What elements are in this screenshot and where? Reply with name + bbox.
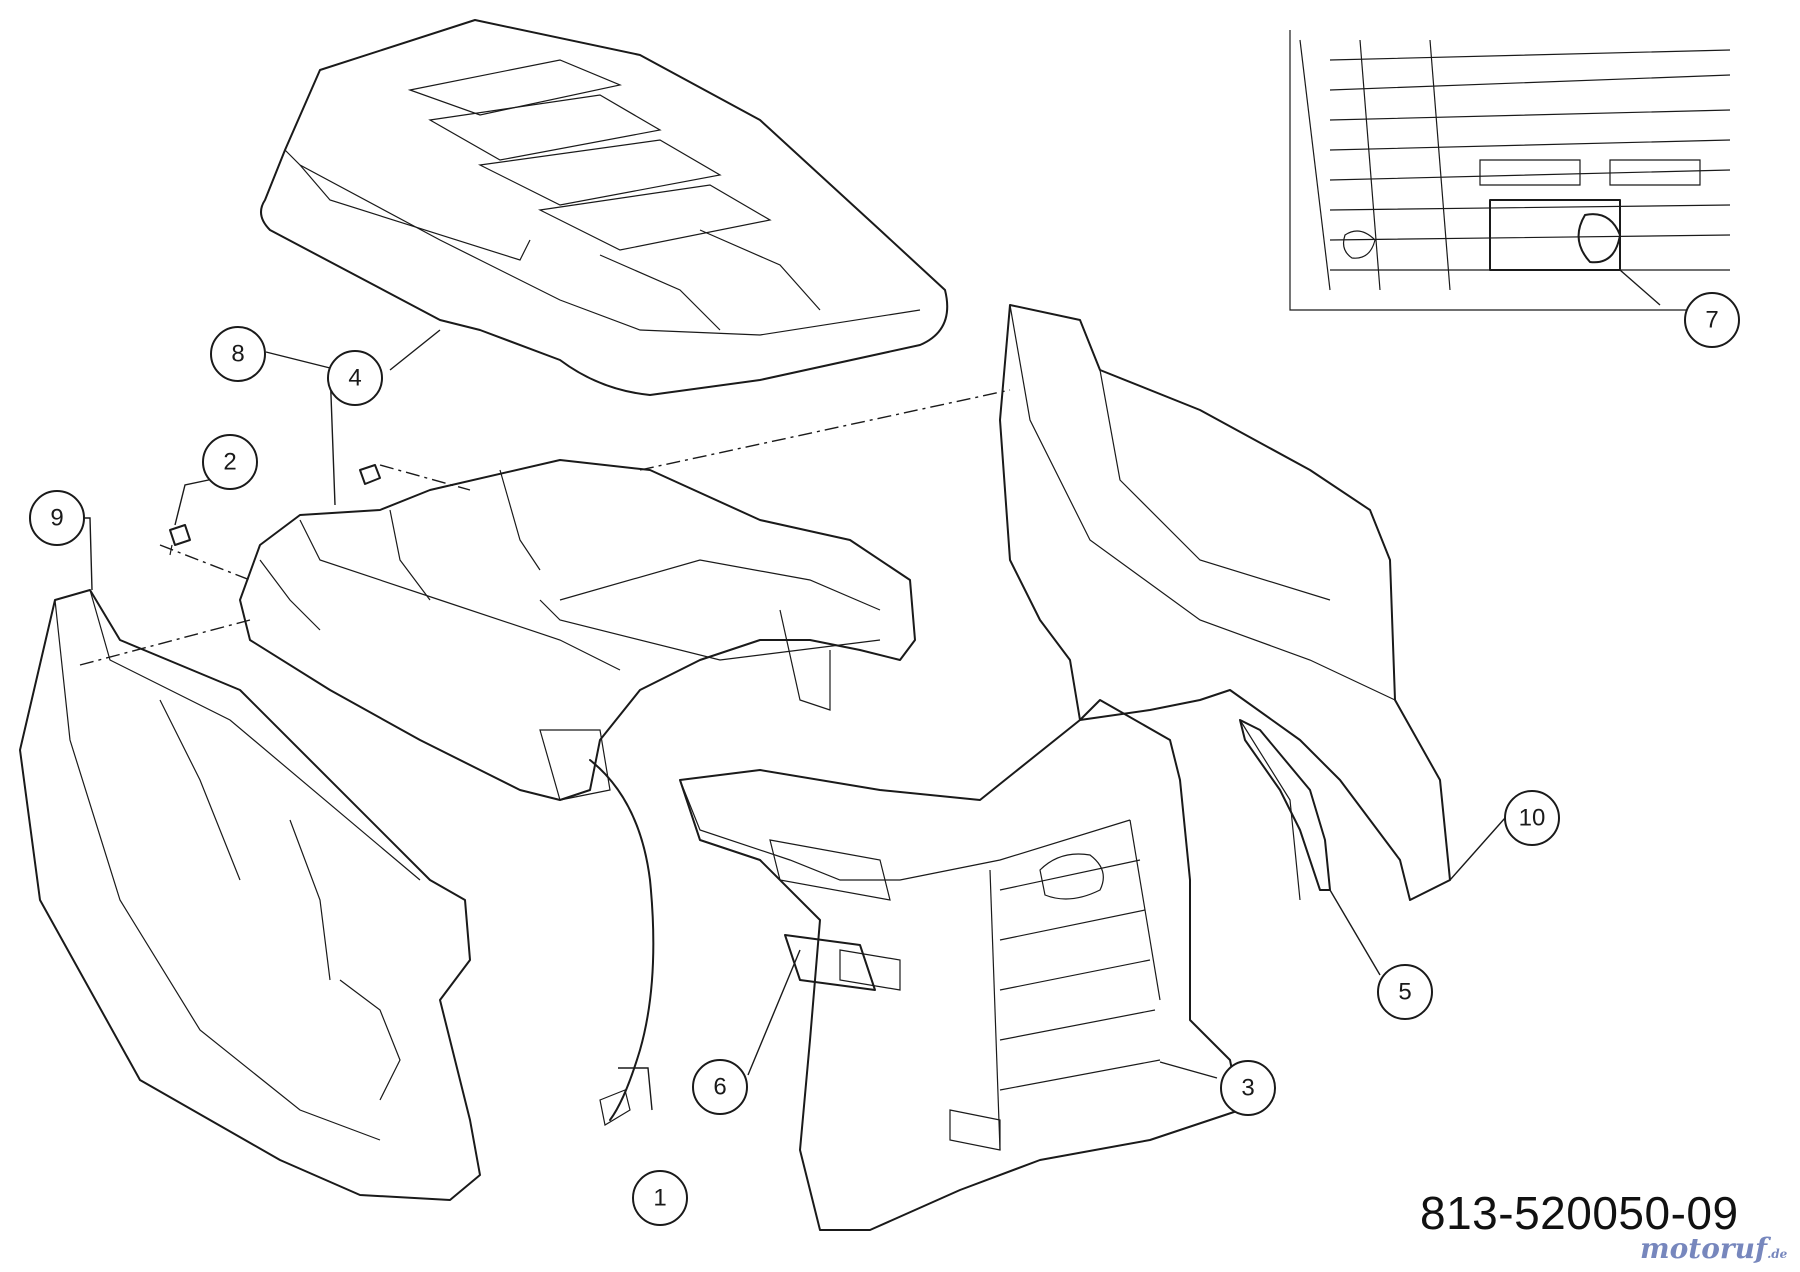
screw xyxy=(169,464,381,556)
callout-8: 8 xyxy=(210,326,266,382)
cable-harness xyxy=(539,729,655,1126)
leader-lines xyxy=(74,269,1661,1111)
watermark-text: motoruf xyxy=(1640,1232,1768,1265)
callout-6: 6 xyxy=(692,1059,748,1115)
part-number: 813-520050-09 xyxy=(1420,1187,1739,1239)
callout-10-label: 10 xyxy=(1519,805,1546,832)
callout-8-label: 8 xyxy=(231,341,244,368)
clip xyxy=(784,934,876,991)
left-side-panel xyxy=(19,589,481,1201)
assembly-lines xyxy=(79,389,1011,666)
inner-frame xyxy=(239,459,916,801)
callout-7: 7 xyxy=(1684,292,1740,348)
hood-top-cover xyxy=(260,19,949,396)
callout-4: 4 xyxy=(327,350,383,406)
right-side-panel xyxy=(999,304,1451,901)
callout-7-label: 7 xyxy=(1705,307,1718,334)
callout-10: 10 xyxy=(1504,790,1560,846)
watermark-tld: .de xyxy=(1767,1247,1788,1261)
watermark-logo: motoruf.de xyxy=(1640,1232,1787,1265)
callout-9: 9 xyxy=(29,490,85,546)
callout-9-label: 9 xyxy=(50,505,63,532)
callout-2: 2 xyxy=(202,434,258,490)
callout-1-label: 1 xyxy=(653,1185,666,1212)
front-grille xyxy=(679,699,1241,1231)
callout-2-label: 2 xyxy=(223,449,236,476)
callout-4-label: 4 xyxy=(348,365,361,392)
callout-6-label: 6 xyxy=(713,1074,726,1101)
callout-5: 5 xyxy=(1377,964,1433,1020)
callout-1: 1 xyxy=(632,1170,688,1226)
gasket-strip xyxy=(1239,719,1331,891)
detail-inset xyxy=(1289,30,1731,311)
callout-3-label: 3 xyxy=(1241,1075,1254,1102)
callout-5-label: 5 xyxy=(1398,979,1411,1006)
callout-3: 3 xyxy=(1220,1060,1276,1116)
